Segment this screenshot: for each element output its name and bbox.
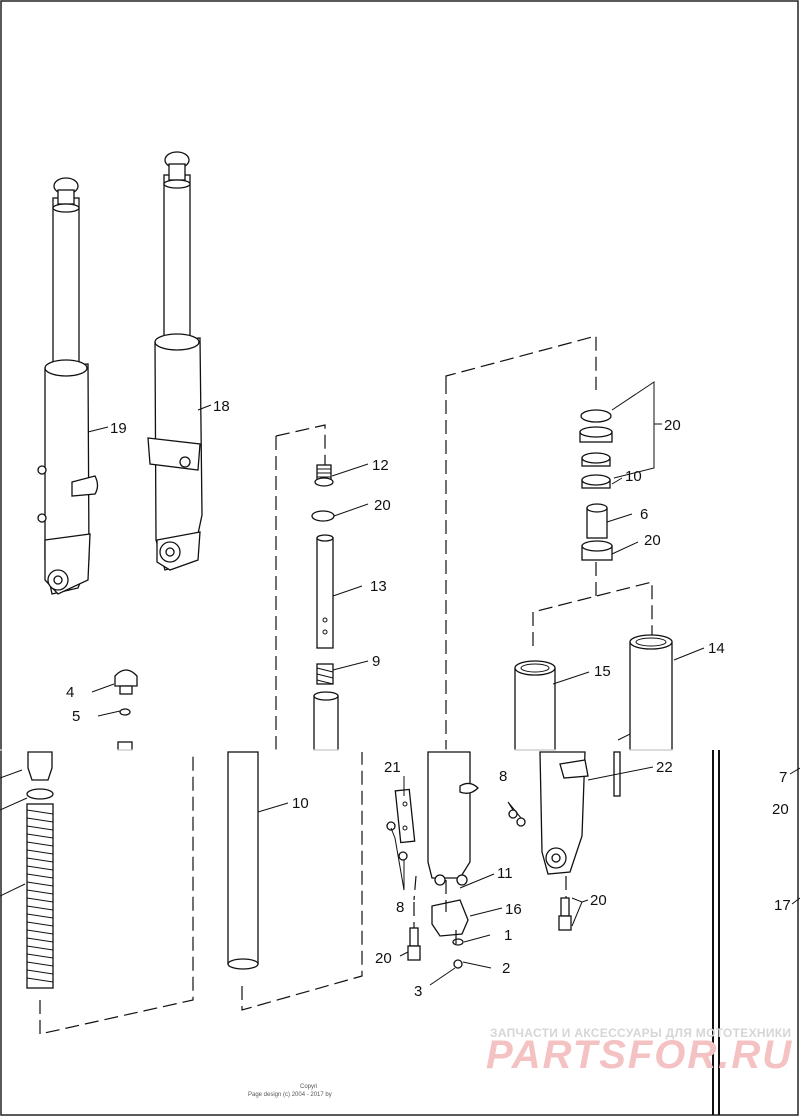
callout-20-spacer: 20 xyxy=(644,532,661,549)
ring-20 xyxy=(311,510,335,522)
fork-leg-18 xyxy=(147,151,203,571)
callout-18: 18 xyxy=(213,398,230,415)
ring-20-top xyxy=(580,409,612,423)
callout-7: 7 xyxy=(779,769,787,786)
spacer-20 xyxy=(581,540,613,561)
caliper-bracket-16 xyxy=(431,899,469,937)
watermark-tagline: ЗАПЧАСТИ И АКСЕССУАРЫ ДЛЯ МОТОТЕХНИКИ xyxy=(490,1026,791,1040)
washer-1 xyxy=(452,938,464,946)
callout-3: 3 xyxy=(414,983,422,1000)
watermark-logo: PARTSFOR.RU xyxy=(486,1033,793,1077)
copyright-line2: Page design (c) 2004 - 2017 by xyxy=(248,1092,332,1098)
callout-9: 9 xyxy=(372,653,380,670)
bolt-20-left xyxy=(407,927,421,961)
callout-8-left: 8 xyxy=(396,899,404,916)
callout-13: 13 xyxy=(370,578,387,595)
group-line-spring xyxy=(39,752,194,1035)
fork-spring xyxy=(26,751,54,989)
bushing-6 xyxy=(586,503,608,539)
callout-10-tube: 10 xyxy=(292,795,309,812)
callout-5: 5 xyxy=(72,708,80,725)
group-line-bushings xyxy=(445,335,597,390)
nut-2 xyxy=(453,959,463,969)
group-line-damper xyxy=(275,424,326,465)
washer-5 xyxy=(119,708,131,716)
bolt-20-right xyxy=(558,897,572,931)
callout-12: 12 xyxy=(372,457,389,474)
callout-8-right: 8 xyxy=(499,768,507,785)
callout-20-edge: 20 xyxy=(772,801,789,818)
lower-panel xyxy=(0,749,720,1115)
callout-14: 14 xyxy=(708,640,725,657)
callout-10-bushing: 10 xyxy=(625,468,642,485)
callout-21: 21 xyxy=(384,759,401,776)
lower-leg-14 xyxy=(617,634,673,751)
callout-4: 4 xyxy=(66,684,74,701)
callout-labels: 19 18 12 20 13 9 20 10 6 20 14 15 4 5 10… xyxy=(66,398,791,1000)
callout-17: 17 xyxy=(774,897,791,914)
copyright-line1: Copyri xyxy=(300,1084,317,1090)
callout-6: 6 xyxy=(640,506,648,523)
lower-leg-left-bottom xyxy=(427,751,479,886)
lower-leg-right-bottom xyxy=(539,751,589,875)
inner-tube-10 xyxy=(227,751,259,970)
inner-tube-10-top xyxy=(313,695,339,751)
fork-leg-19 xyxy=(37,177,99,595)
callout-20-bushings: 20 xyxy=(664,417,681,434)
callout-20-bolt-right: 20 xyxy=(590,892,607,909)
callout-19: 19 xyxy=(110,420,127,437)
group-line-lower-legs xyxy=(532,581,653,646)
callout-22: 22 xyxy=(656,759,673,776)
leader-lines xyxy=(0,381,800,986)
damper-rod-13 xyxy=(316,534,334,649)
bushing-stack xyxy=(579,426,613,489)
rebound-spring-12 xyxy=(314,464,334,487)
callout-11: 11 xyxy=(497,865,513,882)
callout-16: 16 xyxy=(505,901,522,918)
callout-20-bolt-left: 20 xyxy=(375,950,392,967)
callout-20-ring: 20 xyxy=(374,497,391,514)
callout-2: 2 xyxy=(502,960,510,977)
nut-8 xyxy=(386,821,396,831)
group-line-tube xyxy=(241,752,363,1011)
spring-9 xyxy=(316,663,334,685)
lower-leg-15 xyxy=(514,660,556,751)
callout-1: 1 xyxy=(504,927,512,944)
bolt-4 xyxy=(114,669,138,695)
reflector-bracket-21 xyxy=(394,788,416,844)
callout-15: 15 xyxy=(594,663,611,680)
